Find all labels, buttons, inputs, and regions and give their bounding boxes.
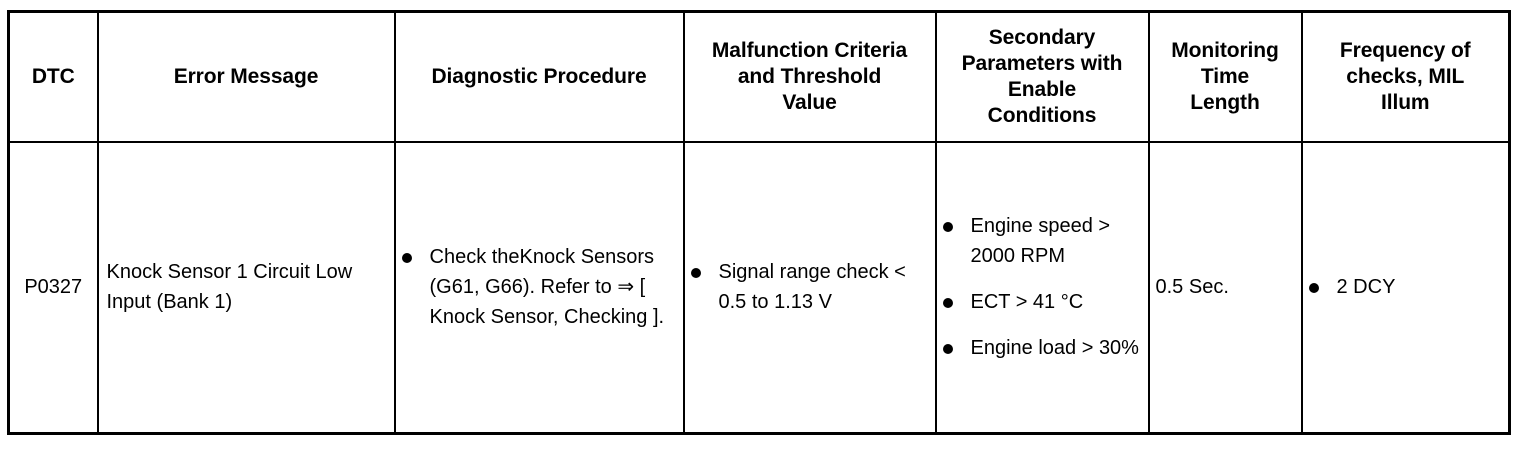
list-item: ECT > 41 °C (937, 287, 1148, 317)
dtc-diagnostic-table: DTC Error Message Diagnostic Procedure M… (7, 10, 1511, 435)
dtc-code-value: P0327 (24, 276, 83, 299)
column-header-dtc: DTC (7, 10, 99, 143)
cell-secondary-parameters: Engine speed > 2000 RPM ECT > 41 °C Engi… (934, 140, 1150, 435)
column-header-frequency-of-checks-mil-line3: Illum (1380, 90, 1430, 114)
cell-dtc-code: P0327 (7, 140, 99, 435)
column-header-monitoring-time-length: Monitoring Time Length (1147, 10, 1303, 143)
secondary-parameter-item-text: Engine speed > 2000 RPM (970, 215, 1111, 268)
column-header-frequency-of-checks-mil-line2: checks, MIL (1346, 64, 1465, 88)
secondary-parameters-list: Engine speed > 2000 RPM ECT > 41 °C Engi… (937, 211, 1148, 363)
column-header-error-message-line1: Error Message (173, 64, 319, 88)
column-header-frequency-of-checks-mil: Frequency of checks, MIL Illum (1300, 10, 1511, 143)
column-header-malfunction-criteria-line1: Malfunction Criteria (711, 38, 908, 62)
column-header-malfunction-criteria-line2: and Threshold (737, 64, 882, 88)
column-header-secondary-parameters-line4: Conditions (987, 103, 1097, 127)
bullet-icon (942, 222, 953, 233)
list-item: Check theKnock Sensors (G61, G66). Refer… (396, 242, 683, 332)
bullet-icon (942, 344, 953, 355)
list-item: 2 DCY (1303, 272, 1509, 302)
bullet-icon (690, 268, 701, 279)
column-header-secondary-parameters-line3: Enable (1007, 77, 1077, 101)
column-header-frequency-of-checks-mil-line1: Frequency of (1339, 38, 1471, 62)
secondary-parameter-item-text: ECT > 41 °C (970, 291, 1084, 314)
column-header-secondary-parameters-line1: Secondary (988, 25, 1096, 49)
diagnostic-procedure-item-text: Check theKnock Sensors (G61, G66). Refer… (429, 246, 665, 329)
column-header-diagnostic-procedure-line1: Diagnostic Procedure (431, 64, 647, 88)
malfunction-criteria-list: Signal range check < 0.5 to 1.13 V (685, 257, 935, 317)
column-header-secondary-parameters-line2: Parameters with (961, 51, 1123, 75)
cell-error-message: Knock Sensor 1 Circuit Low Input (Bank 1… (96, 140, 396, 435)
monitoring-time-length-value: 0.5 Sec. (1155, 276, 1229, 299)
cell-malfunction-criteria: Signal range check < 0.5 to 1.13 V (682, 140, 937, 435)
malfunction-criteria-item-text: Signal range check < 0.5 to 1.13 V (718, 261, 906, 314)
table-header: DTC Error Message Diagnostic Procedure M… (7, 10, 1511, 143)
bullet-icon (1308, 283, 1319, 294)
column-header-diagnostic-procedure: Diagnostic Procedure (393, 10, 685, 143)
column-header-malfunction-criteria-line3: Value (782, 90, 837, 114)
cell-diagnostic-procedure: Check theKnock Sensors (G61, G66). Refer… (393, 140, 685, 435)
column-header-error-message: Error Message (96, 10, 396, 143)
frequency-of-checks-item-text: 2 DCY (1336, 276, 1396, 299)
column-header-malfunction-criteria: Malfunction Criteria and Threshold Value (682, 10, 937, 143)
column-header-monitoring-time-length-line2: Time (1200, 64, 1250, 88)
bullet-icon (942, 298, 953, 309)
table-body: P0327 Knock Sensor 1 Circuit Low Input (… (7, 140, 1511, 435)
diagnostic-procedure-list: Check theKnock Sensors (G61, G66). Refer… (396, 242, 683, 332)
frequency-of-checks-list: 2 DCY (1303, 272, 1509, 302)
column-header-dtc-line1: DTC (31, 64, 75, 88)
list-item: Signal range check < 0.5 to 1.13 V (685, 257, 935, 317)
table-row: P0327 Knock Sensor 1 Circuit Low Input (… (7, 140, 1511, 435)
bullet-icon (401, 253, 412, 264)
error-message-value: Knock Sensor 1 Circuit Low Input (Bank 1… (106, 261, 353, 314)
column-header-secondary-parameters: Secondary Parameters with Enable Conditi… (934, 10, 1150, 143)
cell-frequency-of-checks: 2 DCY (1300, 140, 1511, 435)
list-item: Engine load > 30% (937, 333, 1148, 363)
header-row: DTC Error Message Diagnostic Procedure M… (7, 10, 1511, 143)
secondary-parameter-item-text: Engine load > 30% (970, 337, 1139, 360)
column-header-monitoring-time-length-line3: Length (1190, 90, 1260, 114)
column-header-monitoring-time-length-line1: Monitoring (1171, 38, 1279, 62)
list-item: Engine speed > 2000 RPM (937, 211, 1148, 271)
cell-monitoring-time-length: 0.5 Sec. (1147, 140, 1303, 435)
